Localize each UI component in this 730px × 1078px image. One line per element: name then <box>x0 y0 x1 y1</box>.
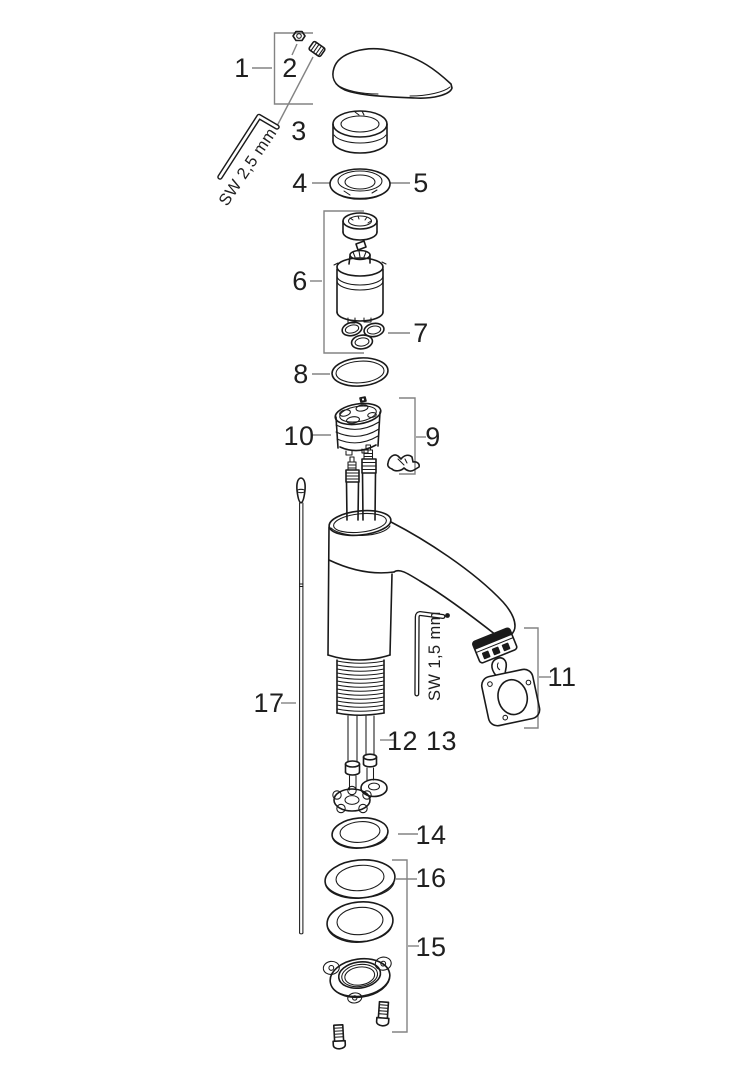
service-key-clip <box>386 454 420 472</box>
callout-bracket-9 <box>399 397 426 475</box>
handle-sleeve <box>332 110 388 154</box>
callout-bracket-6 <box>310 210 364 354</box>
callout-6: 6 <box>292 266 308 296</box>
tool-label-sw-1-5: SW 1,5 mm <box>426 611 444 701</box>
hose-nut <box>360 778 388 798</box>
callout-7: 7 <box>413 318 429 348</box>
aerator-insert <box>334 396 382 456</box>
callout-4: 4 <box>292 168 308 198</box>
escutcheon-ring-lower <box>326 901 394 943</box>
callout-bracket-15 <box>392 859 419 1033</box>
allen-key-1-5-icon <box>414 611 446 697</box>
callout-17: 17 <box>253 688 284 718</box>
spout-gasket <box>480 657 541 727</box>
large-o-ring <box>331 357 389 387</box>
leader-lines <box>276 43 418 880</box>
callout-12-13: 12 13 <box>387 726 457 756</box>
handle-lever <box>332 48 453 99</box>
callout-8: 8 <box>293 359 309 389</box>
callout-9: 9 <box>425 422 441 452</box>
hose-tops <box>345 444 377 521</box>
mounting-flange <box>322 956 392 1004</box>
handle-screw-set <box>292 30 326 58</box>
mounting-screw-2 <box>332 1023 347 1050</box>
spout-aerator-cap <box>472 627 518 664</box>
pop-up-rod <box>296 477 306 935</box>
hose-wing-nut <box>332 785 372 814</box>
callout-2: 2 <box>282 53 298 83</box>
o-ring-set <box>341 321 385 350</box>
callout-bracket-1 <box>252 32 313 105</box>
allen-key-2-5-icon <box>217 113 280 180</box>
connection-hoses <box>332 715 388 814</box>
callout-3: 3 <box>291 116 307 146</box>
mounting-screw-1 <box>375 1000 390 1027</box>
cartridge <box>333 240 387 324</box>
callout-10: 10 <box>283 421 314 451</box>
ring-nut <box>329 168 391 200</box>
callout-14: 14 <box>415 820 446 850</box>
callout-5: 5 <box>413 168 429 198</box>
washer <box>331 817 389 849</box>
callout-11: 11 <box>547 662 576 692</box>
threaded-shank <box>336 659 385 717</box>
callout-1: 1 <box>234 53 250 83</box>
escutcheon-ring-upper <box>324 859 396 899</box>
callout-16: 16 <box>415 863 446 893</box>
callout-bracket-11 <box>524 627 551 729</box>
cartridge-retaining-ring <box>342 212 378 241</box>
callout-15: 15 <box>415 932 446 962</box>
faucet-body <box>327 444 516 661</box>
spout-set-screw-dot <box>445 613 450 618</box>
